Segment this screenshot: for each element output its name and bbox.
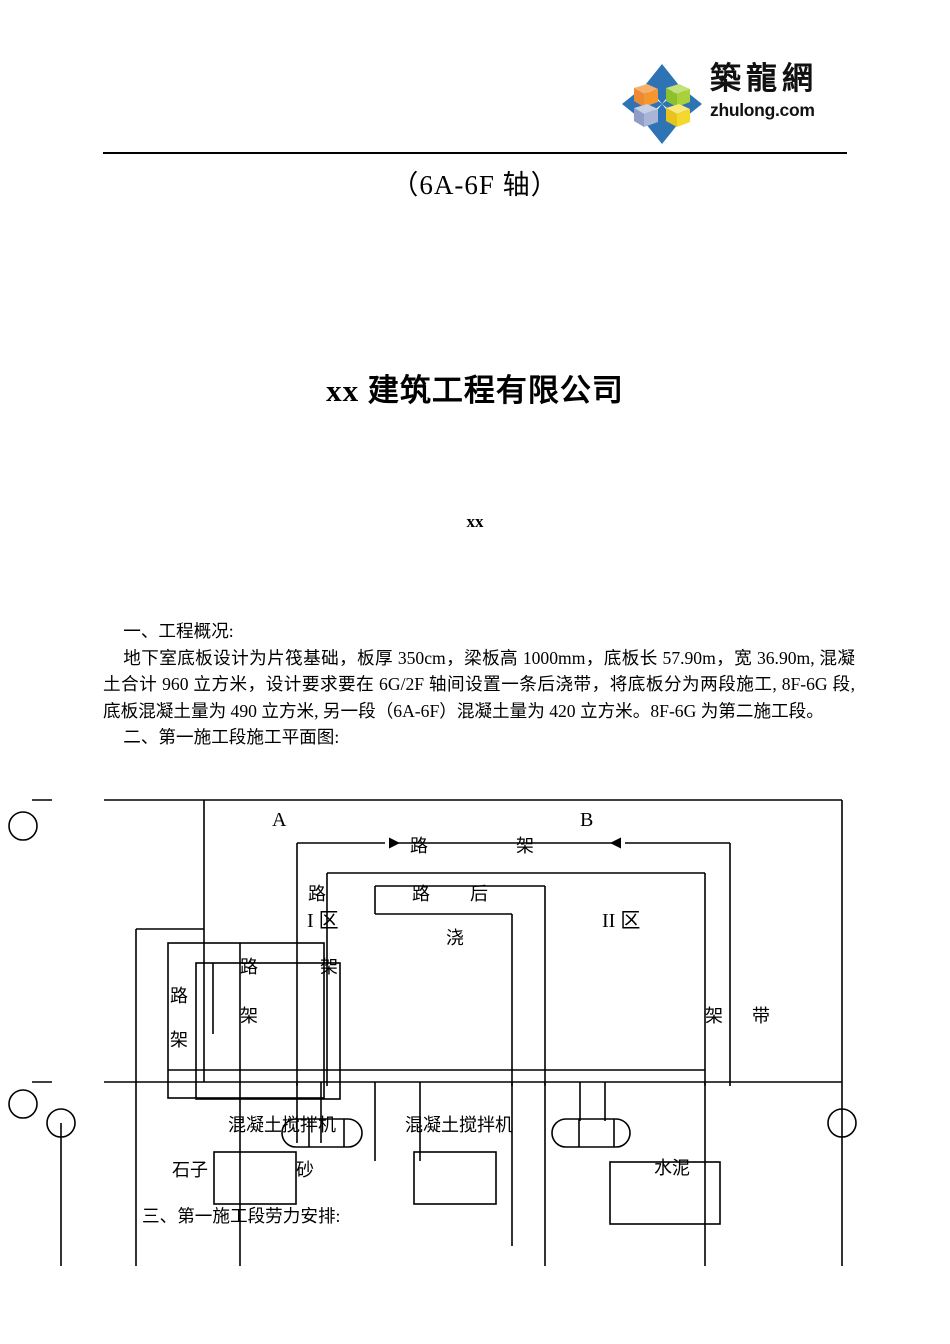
belt-label: 带	[752, 1006, 770, 1026]
cement-label: 水泥	[654, 1158, 690, 1178]
section-3-heading: 三、第一施工段劳力安排:	[142, 1206, 341, 1226]
logo-chinese-name: 築龍網	[710, 61, 818, 97]
axis-label-b: B	[580, 809, 594, 831]
author-name: xx	[466, 512, 484, 531]
zone-label-2: II 区	[602, 910, 641, 932]
body-content: 一、工程概况: 地下室底板设计为片筏基础，板厚 350cm，梁板高 1000mm…	[103, 618, 855, 751]
frame-label-4: 架	[705, 1006, 723, 1026]
section-1-heading: 一、工程概况:	[123, 621, 234, 641]
arrow-label-frame: 架	[516, 836, 534, 856]
road-label-3: 路	[240, 957, 258, 977]
frame-label-2: 架	[170, 1030, 188, 1050]
road-label-4: 路	[170, 986, 188, 1006]
arrow-label-road: 路	[410, 836, 428, 856]
zhulong-logo: 築龍網 zhulong.com	[620, 58, 850, 148]
company-name: xx 建筑工程有限公司	[326, 373, 624, 408]
concrete-mixer-label-1: 混凝土搅拌机	[228, 1115, 336, 1135]
post-pour-label-jiao: 浇	[446, 928, 464, 948]
sand-label: 砂	[296, 1160, 314, 1180]
concrete-mixer-label-2: 混凝土搅拌机	[405, 1115, 513, 1135]
zone-label-1: I 区	[307, 910, 339, 932]
road-label-2: 路	[412, 884, 430, 904]
logo-domain: zhulong.com	[710, 100, 815, 120]
road-label-1: 路	[308, 884, 326, 904]
section-1-paragraph: 地下室底板设计为片筏基础，板厚 350cm，梁板高 1000mm，底板长 57.…	[103, 647, 855, 721]
frame-label-1: 架	[320, 957, 338, 977]
zhulong-pinwheel-icon	[620, 62, 704, 146]
axis-label-a: A	[272, 809, 287, 831]
header-divider	[103, 152, 847, 154]
document-subtitle: （6A-6F 轴）	[391, 170, 559, 200]
construction-site-plan-diagram: A B 路 架 路 路 后 浇 I 区 II 区 路 架 路 架 架 架 带 混…	[0, 786, 950, 1266]
post-pour-label-hou: 后	[470, 884, 488, 904]
section-2-heading: 二、第一施工段施工平面图:	[123, 727, 340, 748]
frame-label-3: 架	[240, 1006, 258, 1026]
zhulong-wordmark: 築龍網 zhulong.com	[710, 60, 850, 121]
gravel-label: 石子	[172, 1160, 208, 1180]
